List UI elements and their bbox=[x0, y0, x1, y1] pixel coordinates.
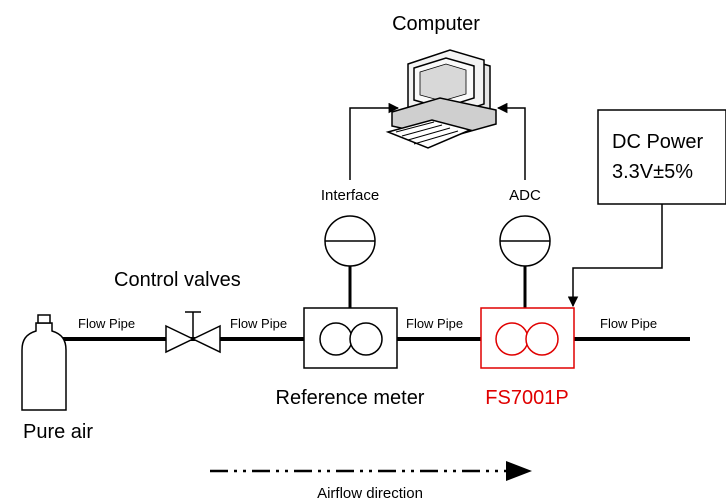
interface-gauge-icon bbox=[324, 215, 376, 308]
reference-meter-label: Reference meter bbox=[276, 387, 425, 409]
computer-icon bbox=[385, 49, 497, 149]
dc-power-line bbox=[567, 204, 663, 308]
adc-gauge-icon bbox=[499, 215, 551, 308]
adc-label: ADC bbox=[509, 187, 541, 204]
fs7001p-sensor-icon bbox=[480, 307, 575, 369]
control-valve-icon bbox=[165, 311, 221, 354]
flow-pipe-label-3: Flow Pipe bbox=[406, 316, 463, 331]
airflow-direction-label: Airflow direction bbox=[317, 485, 423, 502]
control-valves-label: Control valves bbox=[114, 269, 241, 291]
interface-signal-line bbox=[349, 102, 400, 180]
dc-power-label: DC Power bbox=[612, 131, 703, 153]
computer-label: Computer bbox=[392, 13, 480, 35]
interface-label: Interface bbox=[321, 187, 379, 204]
gas-cylinder-icon bbox=[21, 314, 67, 411]
pure-air-label: Pure air bbox=[23, 421, 93, 443]
adc-signal-line bbox=[496, 102, 526, 180]
flow-pipe-label-1: Flow Pipe bbox=[78, 316, 135, 331]
dc-power-box bbox=[597, 109, 726, 205]
flow-pipe-label-2: Flow Pipe bbox=[230, 316, 287, 331]
flow-pipe-label-4: Flow Pipe bbox=[600, 316, 657, 331]
fs7001p-label: FS7001P bbox=[485, 387, 568, 409]
reference-meter-icon bbox=[303, 307, 398, 369]
airflow-direction-arrow bbox=[210, 461, 532, 481]
dc-power-voltage: 3.3V±5% bbox=[612, 161, 693, 183]
